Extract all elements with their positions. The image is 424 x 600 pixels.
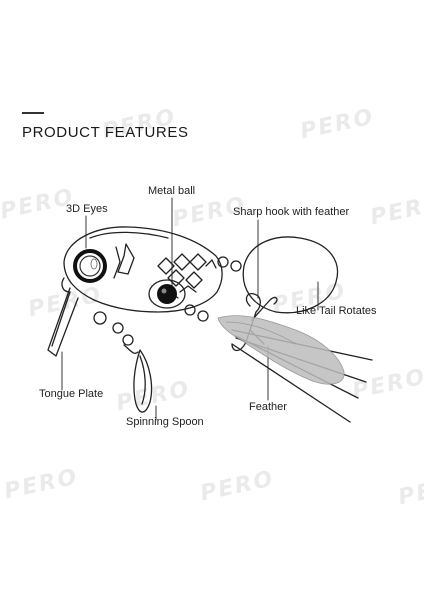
callout-tongue-plate: Tongue Plate <box>39 388 104 400</box>
tongue-plate <box>47 287 79 357</box>
callout-spinning-spoon: Spinning Spoon <box>126 416 204 428</box>
treble-hook <box>231 293 261 352</box>
metal-ball <box>157 284 177 304</box>
callout-metal-ball: Metal ball <box>148 185 196 197</box>
page-title: PRODUCT FEATURES <box>22 124 189 141</box>
callout-tail-rotates: Like Tail Rotates <box>296 305 377 317</box>
title-rule <box>22 112 44 114</box>
spinning-spoon <box>133 349 153 413</box>
lure-body <box>63 226 223 313</box>
callout-sharp-hook: Sharp hook with feather <box>233 206 350 218</box>
callout-3d-eyes: 3D Eyes <box>66 203 108 215</box>
tail-blade <box>242 236 338 314</box>
callout-feather: Feather <box>249 401 287 413</box>
feather-tuft <box>217 315 345 385</box>
